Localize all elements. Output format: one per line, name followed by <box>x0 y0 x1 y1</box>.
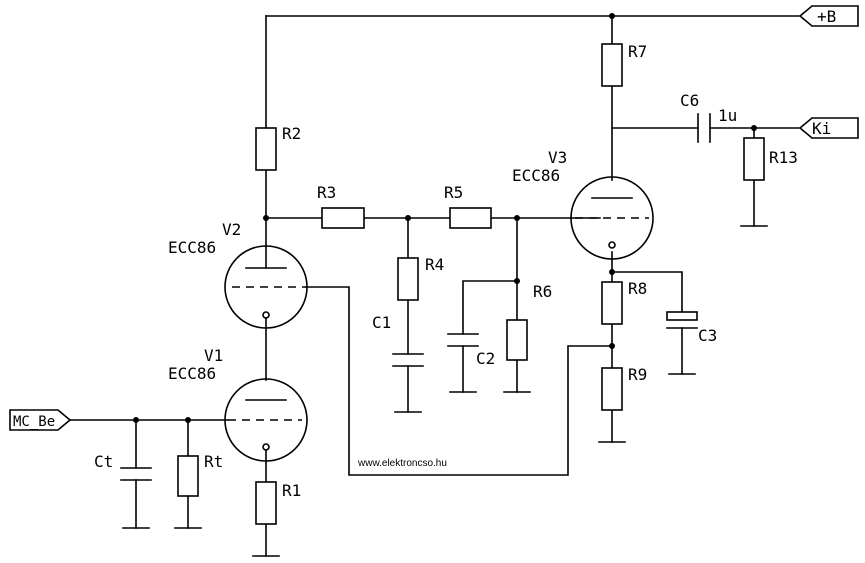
resistor-r9 <box>601 367 623 411</box>
capacitor-c3 <box>666 311 698 329</box>
label-r6: R6 <box>533 282 552 301</box>
label-ct: Ct <box>94 452 113 471</box>
resistor-r7 <box>601 43 623 87</box>
label-r2: R2 <box>282 124 301 143</box>
label-r7: R7 <box>628 42 647 61</box>
junction-dots <box>133 13 757 423</box>
label-c1: C1 <box>372 313 391 332</box>
resistor-r8 <box>601 281 623 325</box>
resistor-r3 <box>321 207 365 229</box>
label-v3-type: ECC86 <box>512 166 560 185</box>
label-r13: R13 <box>769 148 798 167</box>
label-v1-name: V1 <box>204 346 223 365</box>
label-r8: R8 <box>628 279 647 298</box>
capacitor-c2 <box>447 333 479 347</box>
label-r5: R5 <box>444 183 463 202</box>
capacitor-symbols <box>120 113 711 481</box>
resistor-r13 <box>743 137 765 181</box>
tube-v2 <box>224 245 308 329</box>
capacitor-c1 <box>392 353 424 367</box>
label-r9: R9 <box>628 365 647 384</box>
label-c3: C3 <box>698 326 717 345</box>
label-c6: C6 <box>680 91 699 110</box>
port-ki-label: Ki <box>812 119 831 138</box>
watermark-text: www.elektroncso.hu <box>357 458 447 469</box>
capacitor-c6 <box>697 113 711 143</box>
label-v2-name: V2 <box>222 220 241 239</box>
resistor-symbols <box>177 43 765 525</box>
port-mc-be: MC_Be <box>9 409 72 431</box>
resistor-rt <box>177 455 199 497</box>
resistor-r4 <box>397 257 419 301</box>
label-r3: R3 <box>317 183 336 202</box>
label-v2-type: ECC86 <box>168 238 216 257</box>
port-mc-be-label: MC_Be <box>13 414 55 430</box>
resistor-r1 <box>255 481 277 525</box>
port-ki: Ki <box>798 117 859 139</box>
component-labels: R2 R3 R5 R4 R6 R7 R13 R8 R9 Rt R1 C1 C2 … <box>94 42 798 500</box>
label-v1-type: ECC86 <box>168 364 216 383</box>
resistor-r5 <box>449 207 492 229</box>
tube-v3 <box>570 176 654 260</box>
label-r4: R4 <box>425 255 444 274</box>
label-c2: C2 <box>476 349 495 368</box>
resistor-r2 <box>255 127 277 171</box>
label-rt: Rt <box>204 452 223 471</box>
wires <box>69 15 801 557</box>
port-plus-b: +B <box>798 5 859 27</box>
capacitor-ct <box>120 467 152 481</box>
port-plus-b-label: +B <box>817 7 836 26</box>
label-c6-value: 1u <box>718 106 737 125</box>
resistor-r6 <box>506 319 528 361</box>
tube-v1 <box>224 378 308 462</box>
label-v3-name: V3 <box>548 148 567 167</box>
label-r1: R1 <box>282 481 301 500</box>
